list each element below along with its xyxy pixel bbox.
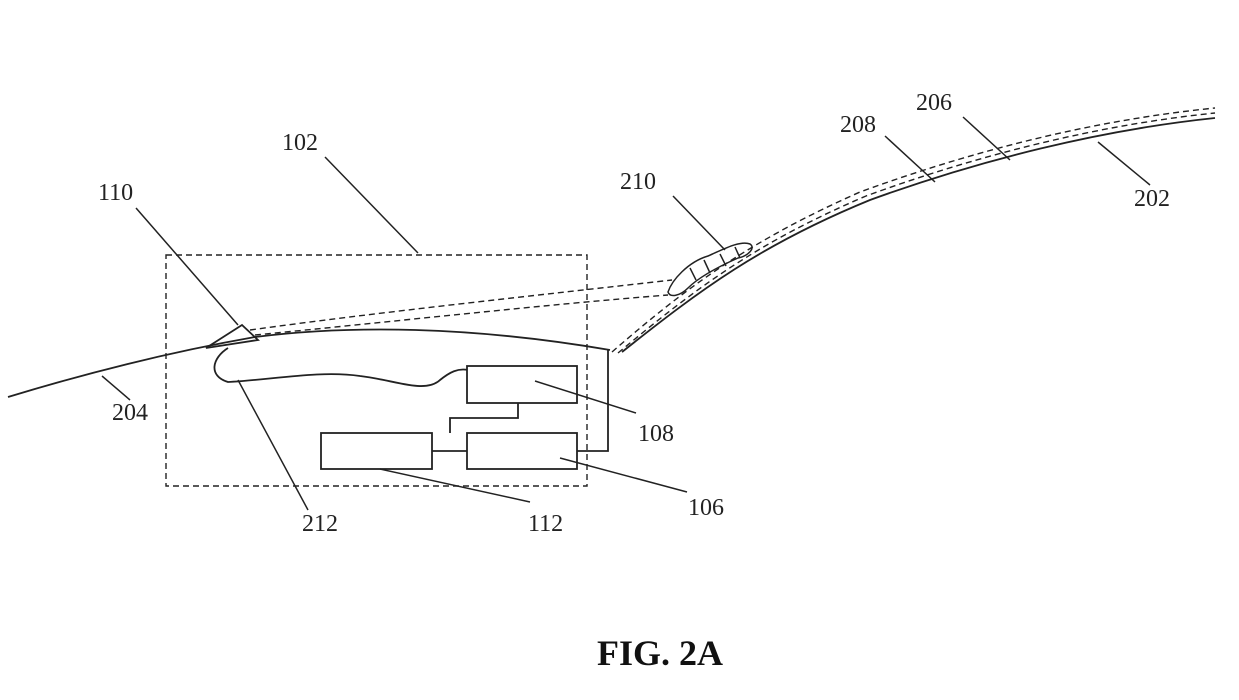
surface-line-204 <box>7 328 611 398</box>
leader-110 <box>135 207 239 326</box>
label-206: 206 <box>916 90 952 116</box>
tube-outer <box>254 294 669 336</box>
label-108: 108 <box>638 421 674 447</box>
label-212: 212 <box>302 511 338 537</box>
connector-106-tube <box>577 350 609 452</box>
figure-caption: FIG. 2A <box>597 633 723 673</box>
label-102: 102 <box>282 130 318 156</box>
element-210-hatch-2 <box>703 259 711 274</box>
leader-106 <box>559 457 688 493</box>
tube-inner <box>249 279 673 331</box>
leader-210 <box>672 195 726 251</box>
leader-102 <box>324 156 419 254</box>
box-106 <box>466 432 578 470</box>
label-210: 210 <box>620 169 656 195</box>
box-112 <box>320 432 433 470</box>
label-202: 202 <box>1134 186 1170 212</box>
tube-layer-206 <box>617 112 1216 354</box>
leader-202 <box>1097 141 1151 186</box>
sensor-tip-110 <box>205 323 260 349</box>
leader-204 <box>101 375 131 401</box>
tube-layer-208 <box>611 107 1216 353</box>
leader-206 <box>962 116 1011 161</box>
element-210-hatch-3 <box>719 253 727 267</box>
element-210 <box>667 242 753 297</box>
leader-212 <box>237 379 309 511</box>
label-112: 112 <box>528 511 563 537</box>
element-210-hatch-4 <box>734 246 741 259</box>
label-110: 110 <box>98 180 133 206</box>
leader-112 <box>379 468 531 503</box>
label-106: 106 <box>688 495 724 521</box>
dashed-enclosure-102 <box>165 254 588 487</box>
element-210-hatch-1 <box>689 267 697 281</box>
tube-line-202 <box>621 117 1216 353</box>
label-204: 204 <box>112 400 148 426</box>
connector-108-106 <box>449 403 519 433</box>
label-208: 208 <box>840 112 876 138</box>
needle-body-212 <box>213 347 469 387</box>
box-108 <box>466 365 578 404</box>
leader-208 <box>884 135 936 183</box>
leader-108 <box>534 380 637 414</box>
